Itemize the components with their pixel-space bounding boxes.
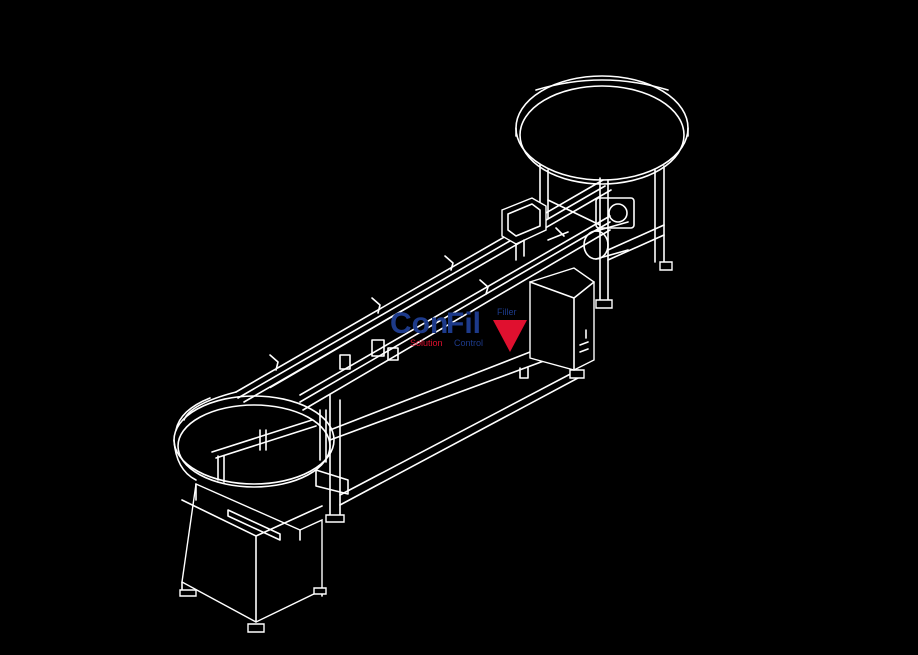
logo-text-con: Con [390,307,448,340]
logo-tag-solution: Solution [410,338,443,348]
left-rotary-table [173,391,349,495]
control-box [529,267,595,371]
base-frame [325,344,585,523]
logo-tag-control: Control [454,338,483,348]
logo-text-fil: Fil [446,307,481,340]
left-cabinet [179,482,327,633]
logo-red-triangle-icon [493,320,527,352]
confil-logo: Con Fil Filler Solution Control [390,307,527,352]
hmi-panel [501,197,547,261]
logo-tag-filler: Filler [497,307,517,317]
right-rotary-table [515,75,689,309]
